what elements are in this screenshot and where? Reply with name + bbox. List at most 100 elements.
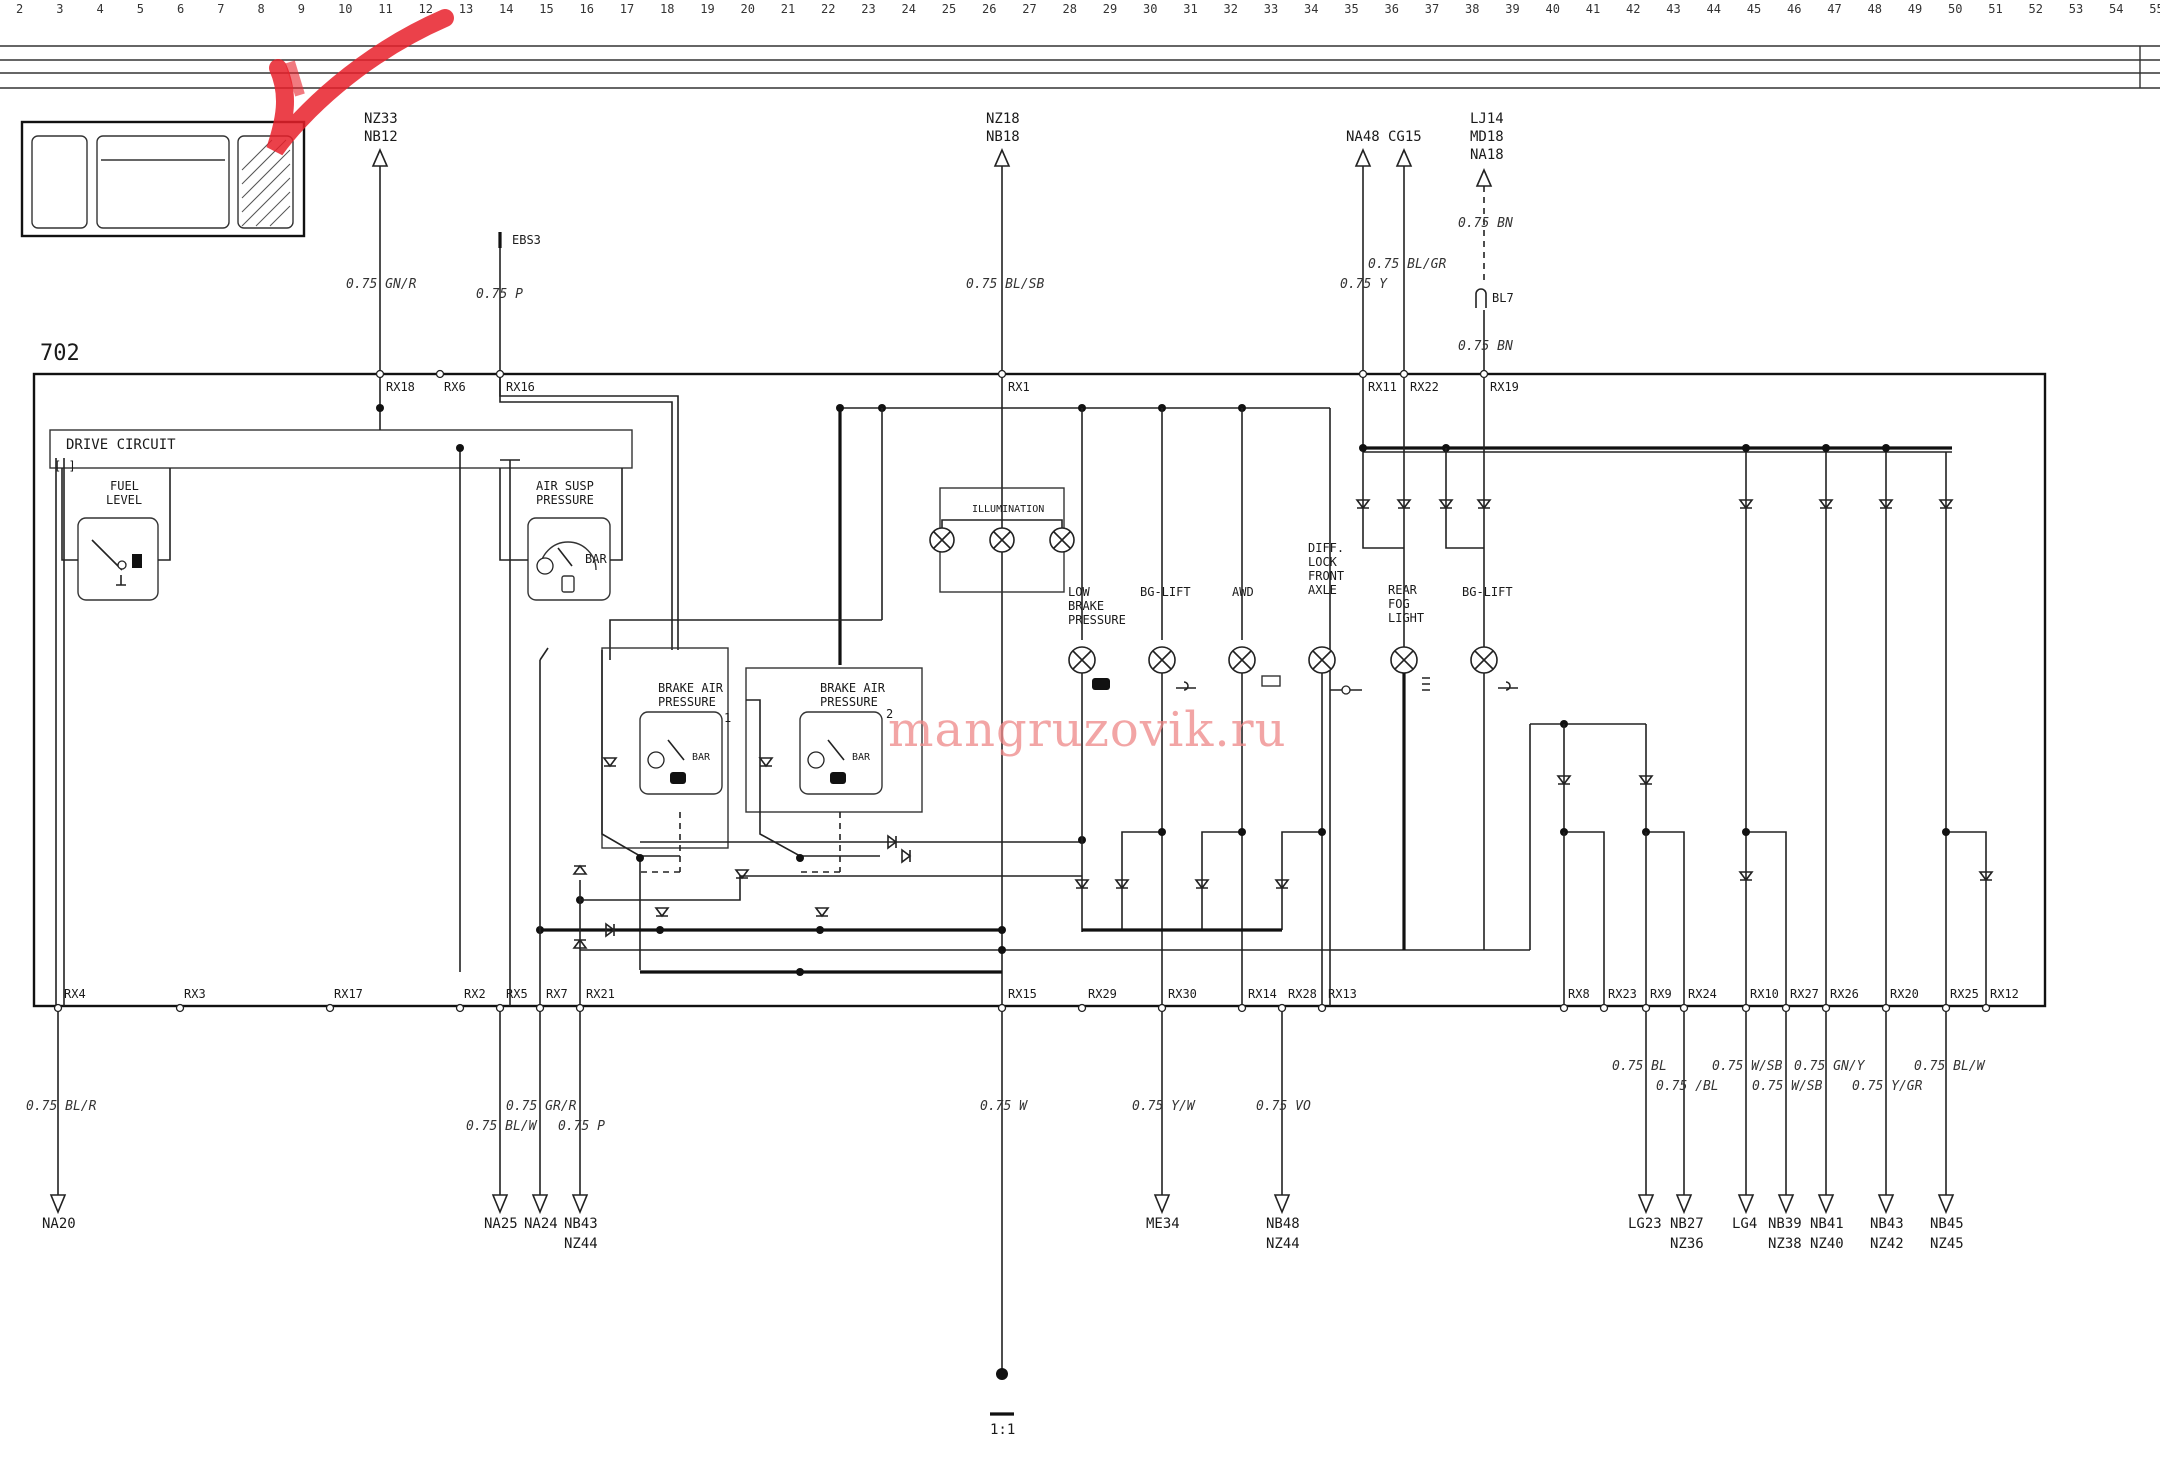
wire-rx11: 0.75 Y [1340,277,1388,292]
conn-ebs3: EBS3 [512,233,541,247]
lamp-label: LOCK [1308,555,1338,569]
pin-rx13: RX13 [1328,987,1357,1001]
lift-axle-icon [1176,681,1196,691]
conn-nb43-2: NB43 [1870,1216,1904,1232]
ruler-number: 11 [378,2,392,16]
fuel-pump-icon [132,554,142,568]
ruler-number: 41 [1586,2,1600,16]
lamp-label: AWD [1232,585,1254,599]
pin-rx28: RX28 [1288,987,1317,1001]
conn-nz33: NZ33 [364,111,398,127]
conn-na18: NA18 [1470,147,1504,163]
wire-rx22: 0.75 BL/GR [1368,257,1446,272]
lamp-bg-lift-1: BG-LIFT [1140,585,1196,691]
lamp-label: FOG [1388,597,1410,611]
ruler-number: 32 [1224,2,1238,16]
fog-light-icon [1422,677,1430,691]
ruler-number: 48 [1868,2,1882,16]
pin-rx27: RX27 [1790,987,1819,1001]
ruler-number: 16 [580,2,594,16]
connector-arrow-icon [371,148,389,167]
connector-arrow-icon [1475,168,1493,187]
ruler-number: 28 [1063,2,1077,16]
module-label: 702 [40,341,80,366]
air-susp-unit: BAR [585,552,607,566]
pin-rx7: RX7 [546,987,568,1001]
pin-rx6: RX6 [444,380,466,394]
pin-rx5: RX5 [506,987,528,1001]
conn-nz44-1: NZ44 [564,1236,598,1252]
ruler-number: 24 [902,2,916,16]
lamp-label: AXLE [1308,583,1337,597]
brake1-label-1: BRAKE AIR [658,681,724,695]
brake-air-pressure-gauge-1: BRAKE AIR PRESSURE 1 BAR [601,647,731,849]
brake1-num: 1 [724,711,731,725]
conn-nz44-2: NZ44 [1266,1236,1300,1252]
ruler-number: 31 [1183,2,1197,16]
lamp-label: FRONT [1308,569,1344,583]
pin-rx1: RX1 [1008,380,1030,394]
conn-nb27: NB27 [1670,1216,1704,1232]
wire-rx30: 0.75 Y/W [1132,1099,1196,1114]
lamp-awd: AWD [1228,585,1281,687]
brake2-label-1: BRAKE AIR [820,681,886,695]
fuel-level-gauge: FUEL LEVEL [77,479,159,601]
air-susp-pressure-gauge: AIR SUSP PRESSURE BAR [527,479,611,601]
lamp-rear-fog-light: REAR FOG LIGHT [1388,583,1430,691]
wire-rx26: 0.75 GN/Y [1794,1059,1866,1074]
wire-bn-b: 0.75 BN [1458,339,1513,354]
ruler-number: 45 [1747,2,1761,16]
wire-rx25: 0.75 BL/W [1914,1059,1986,1074]
locator-highlighted-area [237,135,294,229]
ruler-number: 27 [1022,2,1036,16]
conn-na24: NA24 [524,1216,558,1232]
ruler-number: 34 [1304,2,1318,16]
pin-rx30: RX30 [1168,987,1197,1001]
ruler-number: 10 [338,2,352,16]
pin-rx23: RX23 [1608,987,1637,1001]
watermark: mangruzovik.ru [888,702,1287,758]
conn-lj14: LJ14 [1470,111,1504,127]
lamp-low-brake-pressure: LOW BRAKE PRESSURE [1068,585,1126,690]
ruler-number: 43 [1666,2,1680,16]
pin-rx14: RX14 [1248,987,1277,1001]
pin-rx19: RX19 [1490,380,1519,394]
ruler-number: 26 [982,2,996,16]
conn-nb43-1: NB43 [564,1216,598,1232]
ruler-number: 3 [56,2,63,16]
ruler-number: 29 [1103,2,1117,16]
ruler-number: 22 [821,2,835,16]
ruler-number: 37 [1425,2,1439,16]
wire-rx24: 0.75 /BL [1656,1079,1719,1094]
ruler-number: 52 [2029,2,2043,16]
brake1-unit: BAR [692,752,711,763]
conn-lg23: LG23 [1628,1216,1662,1232]
lamp-label: DIFF. [1308,541,1344,555]
lamp-label: PRESSURE [1068,613,1126,627]
lamp-label: LIGHT [1388,611,1424,625]
truck-icon [1261,675,1281,687]
conn-nz45: NZ45 [1930,1236,1964,1252]
ruler-number: 25 [942,2,956,16]
ruler-number: 39 [1505,2,1519,16]
wire-rx7: 0.75 GR/R [506,1099,577,1114]
drive-circuit-label: DRIVE CIRCUIT [66,437,176,453]
pin-rx22: RX22 [1410,380,1439,394]
pin-rx26: RX26 [1830,987,1859,1001]
pin-rx11: RX11 [1368,380,1397,394]
wire-rx21: 0.75 P [558,1119,605,1134]
ruler-number: 13 [459,2,473,16]
fuel-gauge-label-1: FUEL [110,479,139,493]
lamp-label: BG-LIFT [1140,585,1191,599]
brake1-label-2: PRESSURE [658,695,716,709]
connector-arrow-icon [1354,148,1372,167]
pin-rx3: RX3 [184,987,206,1001]
ruler-number: 21 [781,2,795,16]
pin-rx25: RX25 [1950,987,1979,1001]
ruler-number: 17 [620,2,634,16]
ruler-number: 20 [741,2,755,16]
ruler-number: 2 [16,2,23,16]
red-check-mark-icon [266,9,454,156]
conn-md18: MD18 [1470,129,1504,145]
pin-rx2: RX2 [464,987,486,1001]
